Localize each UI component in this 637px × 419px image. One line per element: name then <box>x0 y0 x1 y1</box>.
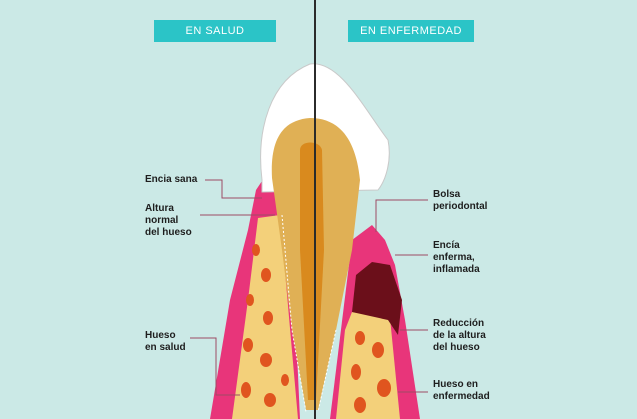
label-inflamed-gum: Encía enferma, inflamada <box>433 240 480 275</box>
diseased-bone-spots <box>351 331 391 413</box>
label-bone-height-reduction: Reducción de la altura del hueso <box>433 318 486 353</box>
label-periodontal-pocket: Bolsa periodontal <box>433 189 488 212</box>
periodontal-pocket <box>352 262 402 335</box>
label-healthy-bone: Hueso en salud <box>145 330 186 353</box>
label-healthy-gum: Encia sana <box>145 174 198 185</box>
leader-lines-right <box>375 199 428 393</box>
disease-badge: EN ENFERMEDAD <box>348 20 474 42</box>
health-badge: EN SALUD <box>154 20 276 42</box>
center-divider <box>314 0 316 419</box>
leader-lines-left <box>190 179 275 396</box>
periodontal-ligament <box>281 214 337 413</box>
tooth-pulp <box>300 142 324 400</box>
healthy-bone-spots <box>241 244 289 407</box>
label-normal-bone-height: Altura normal del hueso <box>145 203 192 238</box>
label-diseased-bone: Hueso en enfermedad <box>433 379 490 402</box>
